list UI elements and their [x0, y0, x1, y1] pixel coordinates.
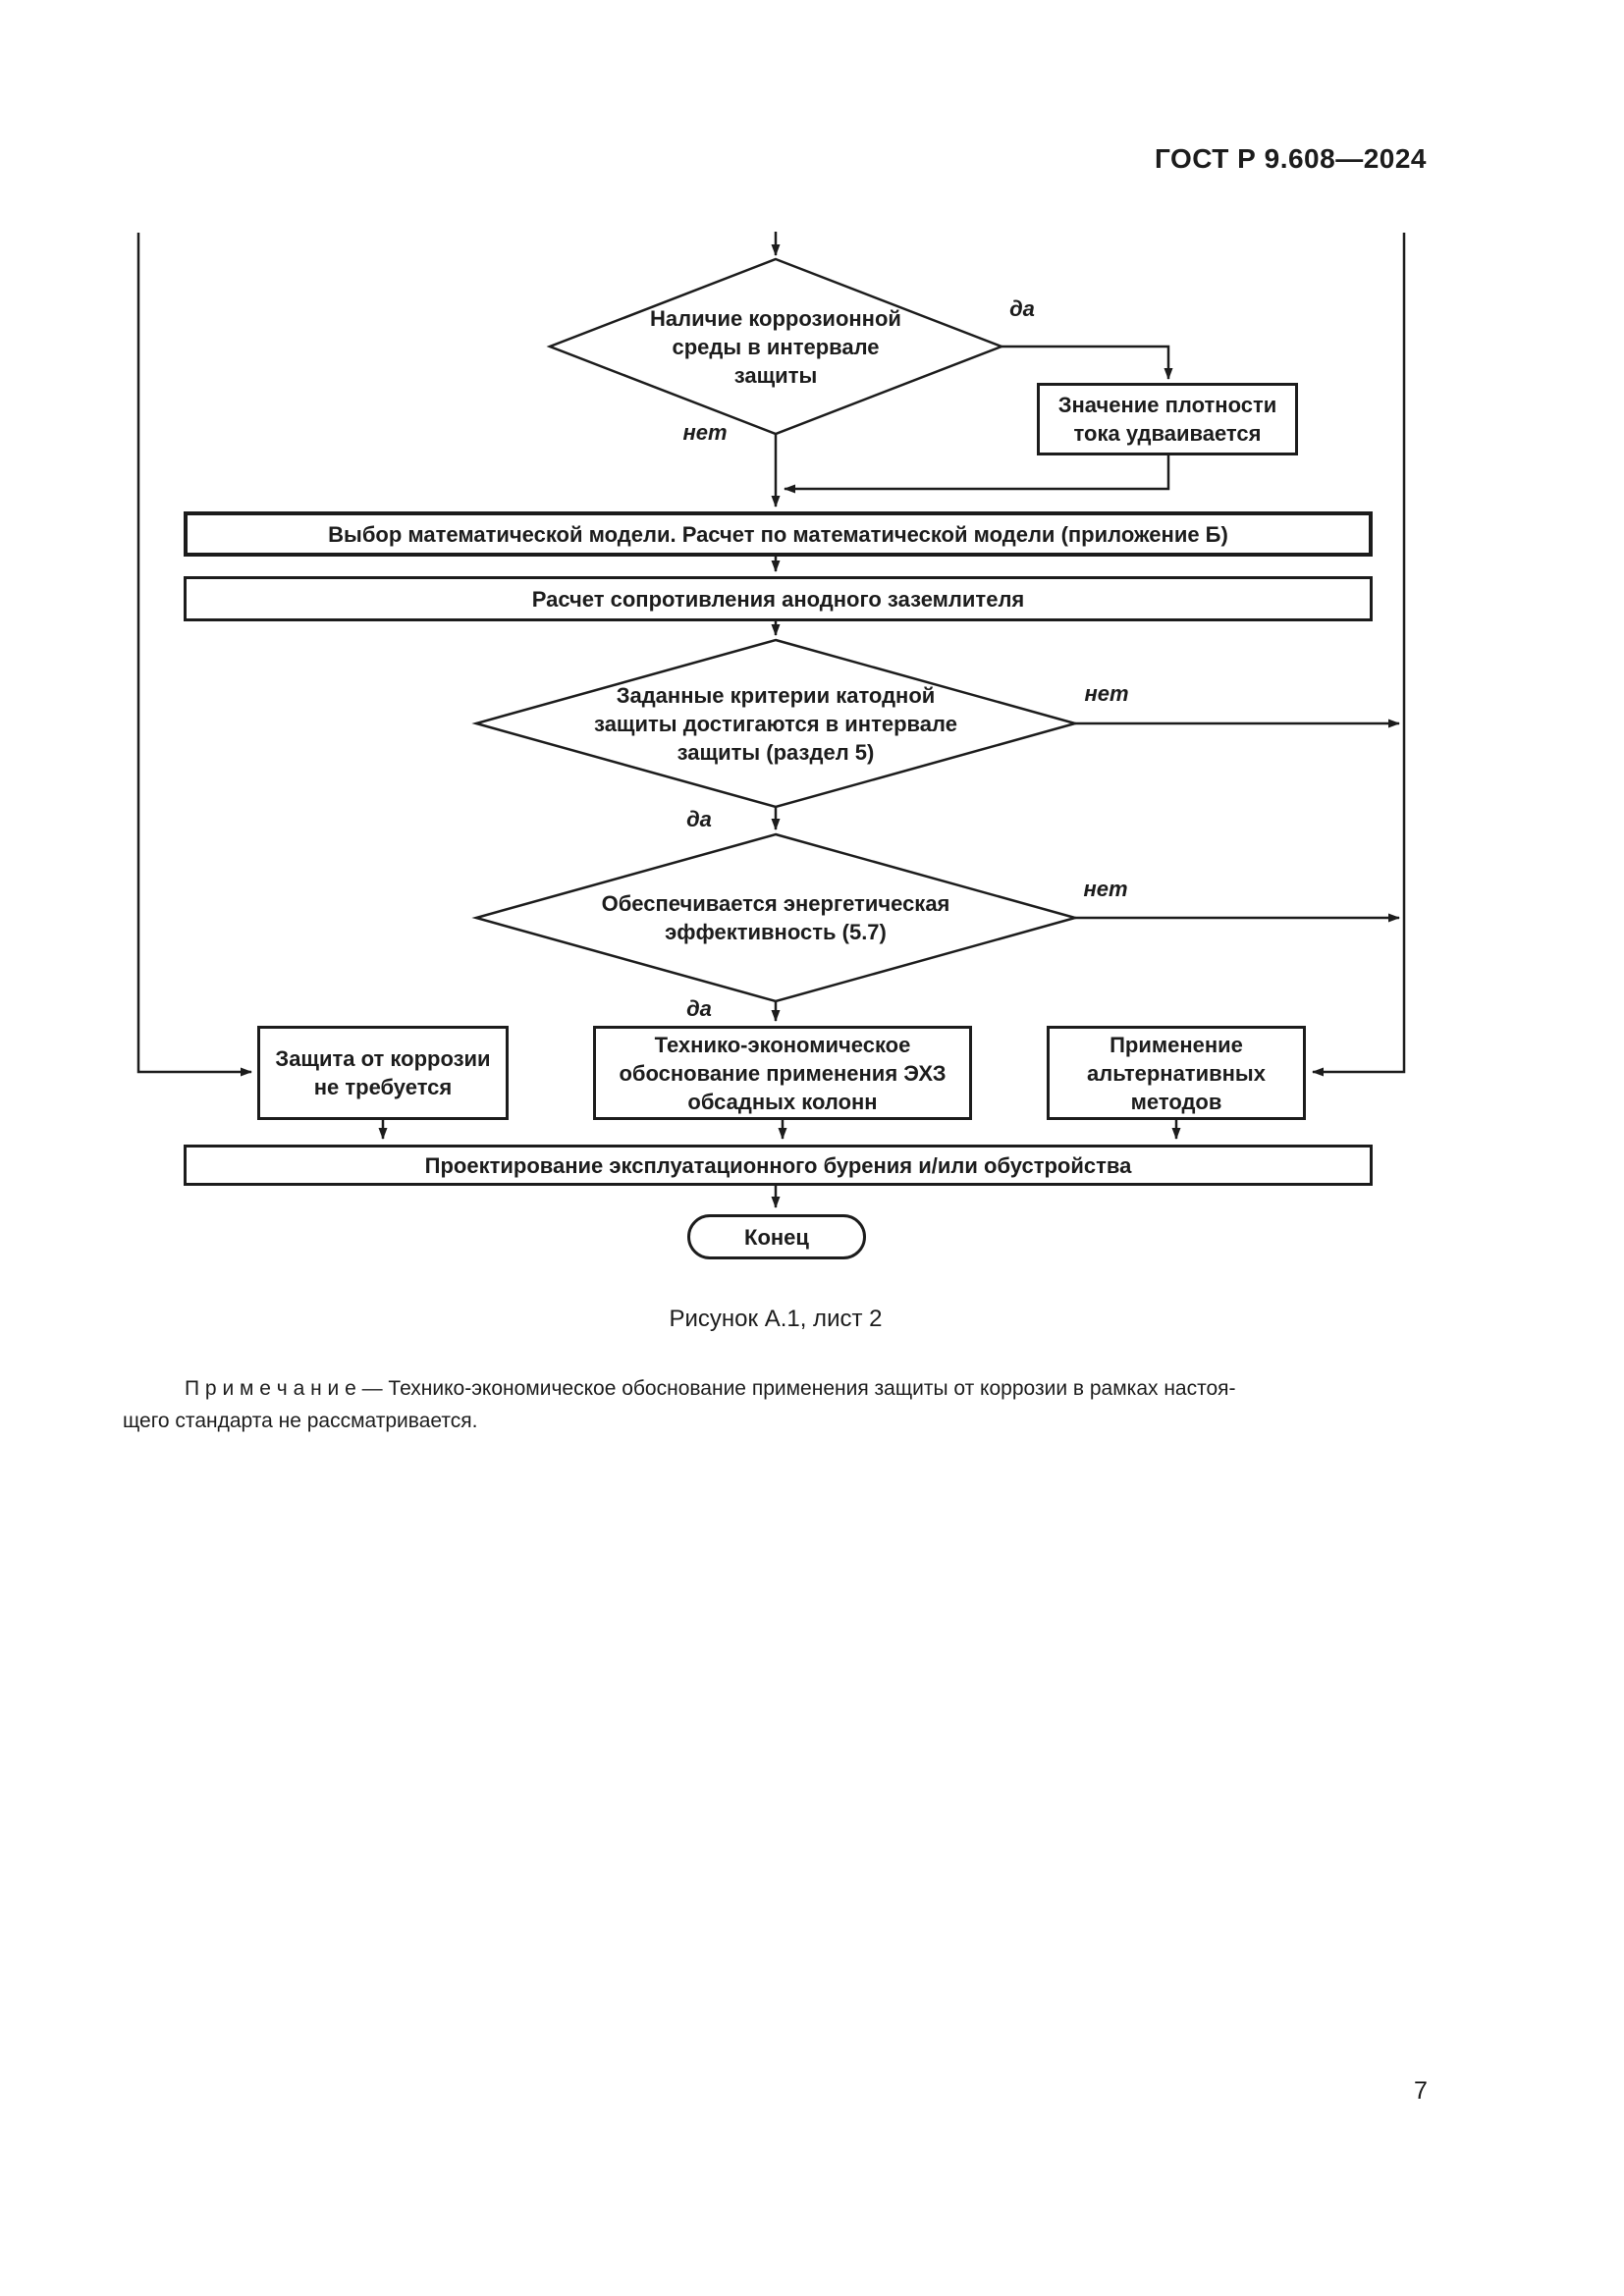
decision-line: эффективность (5.7): [665, 920, 887, 944]
process-line: обсадных колонн: [687, 1089, 878, 1114]
decision-criteria-achieved: Заданные критерии катодной защиты достиг…: [476, 640, 1075, 807]
decision-line: защиты: [733, 362, 818, 388]
right-rail: [1312, 233, 1406, 1077]
branch-label-yes: да: [1009, 296, 1035, 321]
branch-label-yes: да: [686, 996, 712, 1021]
process-anode-resistance: Расчет сопротивления анодного заземлител…: [184, 576, 1373, 621]
decision-line: среды в интервале: [672, 334, 880, 359]
process-feasibility-study: Технико-экономическое обоснование примен…: [593, 1026, 972, 1120]
decision-line: защиты достигаются в интервале: [594, 711, 957, 736]
decision-line: Наличие коррозионной: [650, 305, 901, 331]
decision-line: Обеспечивается энергетическая: [601, 891, 950, 916]
process-line: тока удваивается: [1073, 421, 1262, 446]
decision-corrosive-env-shape: [546, 257, 1005, 436]
note-text-line1: П р и м е ч а н и е — Технико-экономичес…: [185, 1377, 1236, 1400]
decision-line: Заданные критерии катодной: [616, 682, 936, 708]
branch-label-yes: да: [686, 807, 712, 831]
decision-line: защиты (раздел 5): [677, 739, 875, 765]
process-line: Технико-экономическое: [654, 1032, 911, 1057]
page-number: 7: [1414, 2077, 1428, 2105]
decision-energy-efficiency: Обеспечивается энергетическая эффективно…: [476, 834, 1075, 1001]
process-line: обоснование применения ЭХЗ: [619, 1060, 947, 1086]
process-line: Выбор математической модели. Расчет по м…: [328, 521, 1228, 547]
process-line: не требуется: [313, 1075, 453, 1099]
process-line: Проектирование эксплуатационного бурения…: [424, 1152, 1132, 1178]
note-text-line2: щего стандарта не рассматривается.: [123, 1410, 478, 1432]
process-line: Расчет сопротивления анодного заземлител…: [531, 586, 1025, 612]
process-line: Значение плотности: [1057, 393, 1277, 417]
process-line: методов: [1130, 1089, 1222, 1114]
process-current-density-doubled: Значение плотности тока удваивается: [1037, 383, 1298, 455]
arrow-yes-to-density: [1001, 345, 1173, 380]
process-design-drilling: Проектирование эксплуатационного бурения…: [184, 1145, 1373, 1186]
arrow-density-merge: [784, 455, 1170, 494]
figure-caption: Рисунок А.1, лист 2: [669, 1306, 883, 1332]
branch-label-no: нет: [682, 420, 728, 445]
process-model-selection: Выбор математической модели. Расчет по м…: [184, 511, 1373, 557]
decision-energy-shape: [471, 832, 1080, 1003]
process-alternative-methods: Применение альтернативных методов: [1047, 1026, 1306, 1120]
process-line: Защита от коррозии: [275, 1046, 491, 1071]
terminator-end: Конец: [687, 1214, 866, 1259]
process-line: альтернативных: [1087, 1060, 1266, 1086]
branch-label-no: нет: [1083, 877, 1128, 901]
branch-label-no: нет: [1084, 681, 1129, 706]
process-line: Применение: [1110, 1032, 1243, 1057]
decision-criteria-shape: [471, 638, 1080, 809]
standard-code-header: ГОСТ Р 9.608—2024: [1154, 143, 1427, 174]
process-no-protection-needed: Защита от коррозии не требуется: [257, 1026, 509, 1120]
terminator-label: Конец: [744, 1224, 809, 1250]
decision-corrosive-env: Наличие коррозионной среды в интервале з…: [550, 259, 1001, 434]
left-rail: [136, 233, 252, 1077]
